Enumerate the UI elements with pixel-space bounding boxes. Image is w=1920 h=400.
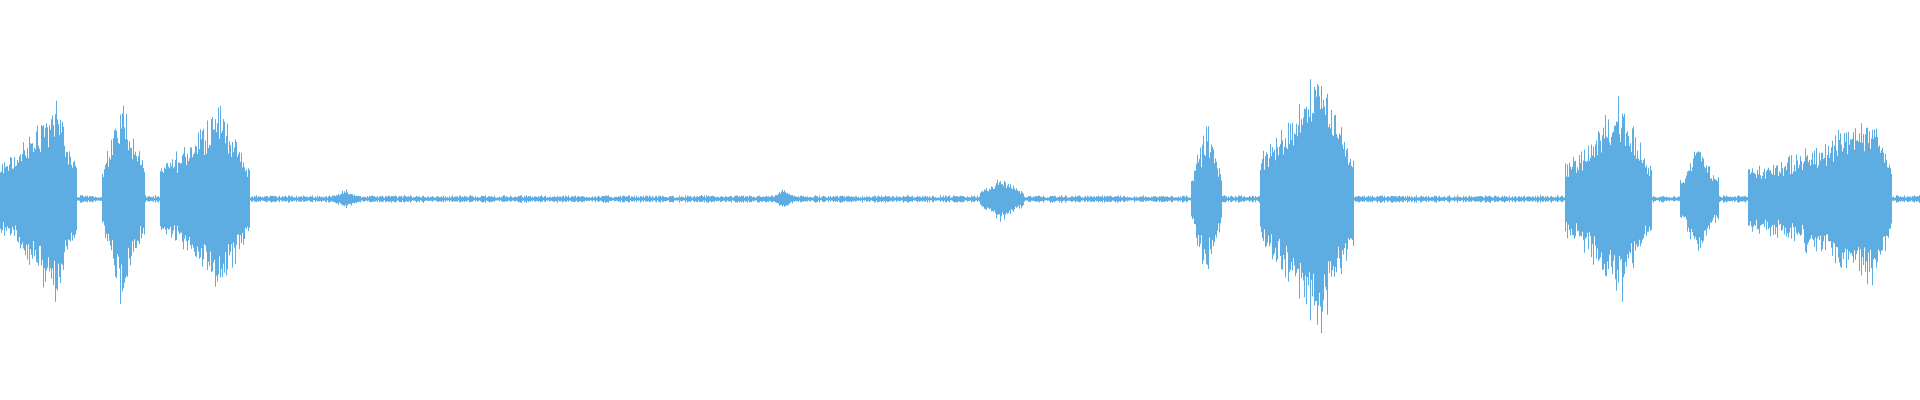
waveform-amplitude — [0, 79, 1920, 334]
waveform-trace — [0, 79, 1920, 334]
